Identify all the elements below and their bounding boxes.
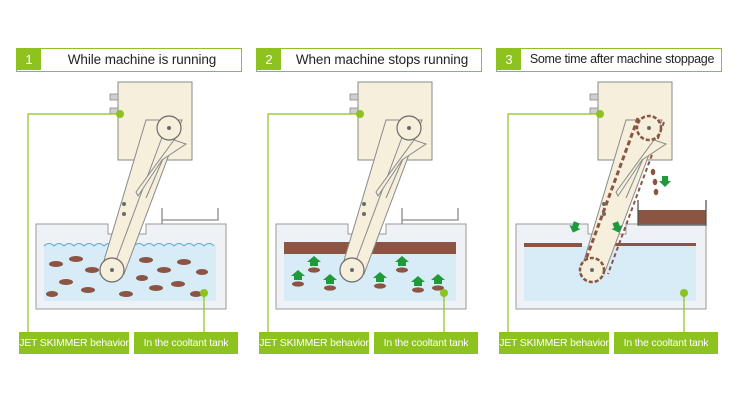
skimmer-diagram-after-stoppage [507,81,707,332]
panel-running: 1 While machine is running JET SKIMMER b… [16,48,242,364]
dispersed-oil-droplets [46,256,208,297]
callout-line-skimmer [507,113,600,332]
skimmer-diagram-running [27,81,227,332]
panel-header: 2 When machine stops running [256,48,482,72]
callout-line-skimmer [27,113,120,332]
step-number: 1 [17,49,41,70]
panel-stopped: 2 When machine stops running JET SKIMMER… [256,48,482,364]
drip-arrow [659,176,671,187]
skimmer-diagram-stopped [267,81,467,332]
tank-guard [401,208,459,224]
step-number: 3 [497,49,521,70]
panel-title: While machine is running [67,52,217,67]
label-skimmer-behavior: JET SKIMMER behavior [499,332,609,354]
dripping-oil [650,168,659,196]
label-skimmer-behavior: JET SKIMMER behavior [259,332,369,354]
rising-oil-droplets [291,256,445,293]
label-coolant-tank: In the cooltant tank [614,332,718,354]
step-number: 2 [257,49,281,70]
callout-line-skimmer [267,113,360,332]
label-coolant-tank: In the cooltant tank [134,332,238,354]
panel-header: 1 While machine is running [16,48,242,72]
panel-title: Some time after machine stoppage [529,52,715,66]
tank-guard [161,208,219,224]
panel-title: When machine stops running [295,52,469,67]
label-skimmer-behavior: JET SKIMMER behavior [19,332,129,354]
flow-arrow [611,221,623,233]
thin-oil-film [524,243,582,247]
label-coolant-tank: In the cooltant tank [374,332,478,354]
panel-after-stoppage: 3 Some time after machine stoppage JET S… [496,48,722,364]
flow-arrow [569,221,581,233]
oil-collection-tray [638,210,706,224]
oil-on-belt [580,117,640,271]
panel-header: 3 Some time after machine stoppage [496,48,722,72]
